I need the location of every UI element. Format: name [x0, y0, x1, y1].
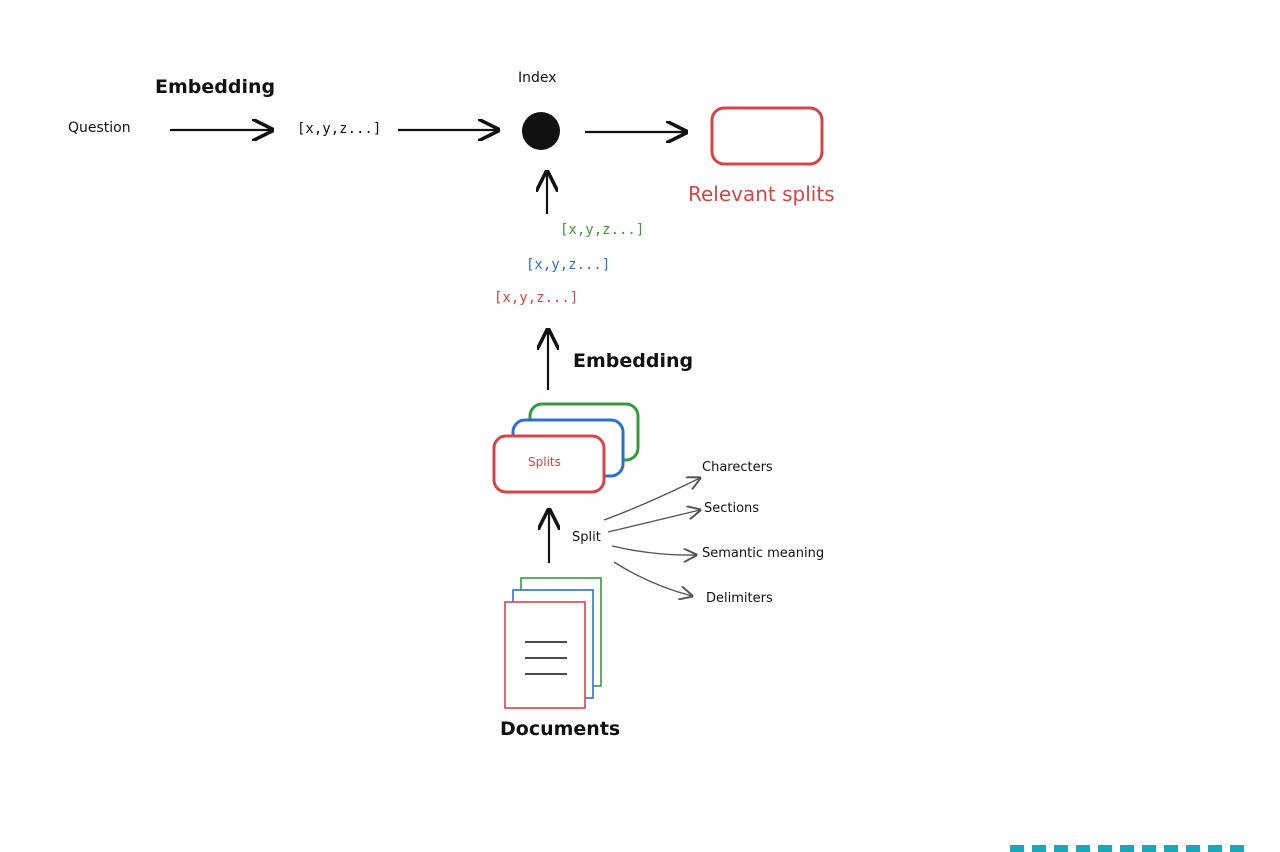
relevant-splits-box	[710, 106, 824, 166]
relevant-splits-label: Relevant splits	[688, 182, 835, 206]
split-label: Split	[572, 530, 601, 545]
vector-green-label: [x,y,z...]	[560, 222, 645, 238]
arrow-split-delimiters	[613, 561, 692, 596]
vector-blue-label: [x,y,z...]	[526, 257, 611, 273]
documents-icon	[504, 577, 602, 709]
split-method-semantic: Semantic meaning	[702, 546, 825, 561]
splits-label: Splits	[528, 455, 561, 469]
arrow-split-charecters	[603, 478, 700, 521]
embedding-top-label: Embedding	[155, 76, 276, 98]
split-card-red	[492, 434, 606, 494]
split-method-sections: Sections	[704, 501, 760, 516]
arrow-split-semantic	[611, 545, 696, 555]
index-node	[522, 112, 560, 150]
arrow-split-sections	[607, 510, 700, 533]
index-label: Index	[518, 70, 557, 86]
embedding-mid-label: Embedding	[573, 350, 694, 372]
documents-label: Documents	[500, 718, 621, 740]
split-method-charecters: Charecters	[702, 460, 773, 475]
query-vector-label: [x,y,z...]	[297, 121, 382, 137]
split-method-delimiters: Delimiters	[706, 591, 773, 606]
vector-red-label: [x,y,z...]	[494, 290, 579, 306]
cropped-watermark-text	[1010, 845, 1250, 852]
question-label: Question	[68, 120, 131, 136]
